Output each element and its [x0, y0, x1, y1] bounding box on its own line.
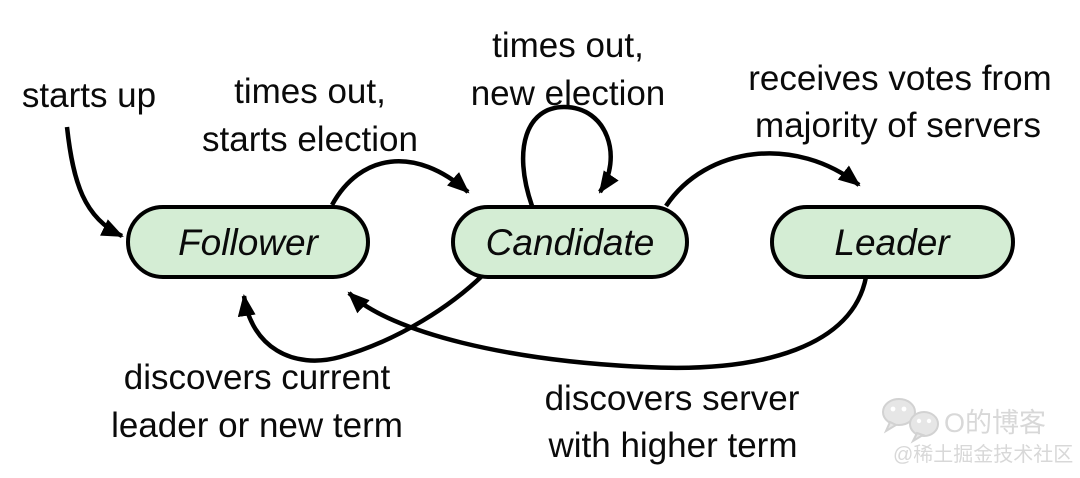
follower-pill [126, 205, 370, 279]
label-times-out-starts-election-line2: starts election [202, 120, 418, 159]
arrow-leader-to-follower [347, 276, 869, 370]
label-discovers-higher-term-line2: with higher term [548, 426, 798, 465]
leader-label: Leader [834, 222, 951, 263]
label-starts-up: starts up [22, 76, 156, 115]
wechat-icon [882, 398, 939, 444]
state-node-candidate: Candidate [451, 205, 689, 279]
label-times-out-new-election-line1: times out, [492, 26, 644, 65]
arrow-starts-up [64, 126, 124, 239]
label-discovers-current-leader-line2: leader or new term [111, 406, 403, 445]
state-nodes: Follower Candidate Leader [126, 205, 1015, 279]
leader-pill [770, 205, 1015, 279]
watermark-community-handle: @稀土掘金技术社区 [893, 443, 1073, 466]
arrow-follower-to-candidate [330, 159, 470, 207]
arrow-candidate-to-follower [237, 273, 485, 363]
watermark: O的博客 @稀土掘金技术社区 [882, 398, 1073, 466]
state-node-leader: Leader [770, 205, 1015, 279]
label-receives-votes-line1: receives votes from [748, 59, 1051, 98]
transition-labels: starts up times out, starts election tim… [22, 26, 1052, 465]
transition-arrows [64, 104, 869, 370]
follower-label: Follower [178, 222, 319, 263]
watermark-blog-name: O的博客 [944, 408, 1046, 438]
candidate-pill [451, 205, 689, 279]
arrow-candidate-to-leader [664, 151, 861, 208]
arrow-candidate-self-loop [520, 104, 619, 207]
label-discovers-current-leader-line1: discovers current [124, 358, 391, 397]
state-node-follower: Follower [126, 205, 370, 279]
label-times-out-new-election-line2: new election [471, 74, 666, 113]
label-discovers-higher-term-line1: discovers server [545, 379, 800, 418]
label-receives-votes-line2: majority of servers [755, 106, 1041, 145]
candidate-label: Candidate [486, 222, 655, 263]
label-times-out-starts-election-line1: times out, [234, 72, 386, 111]
